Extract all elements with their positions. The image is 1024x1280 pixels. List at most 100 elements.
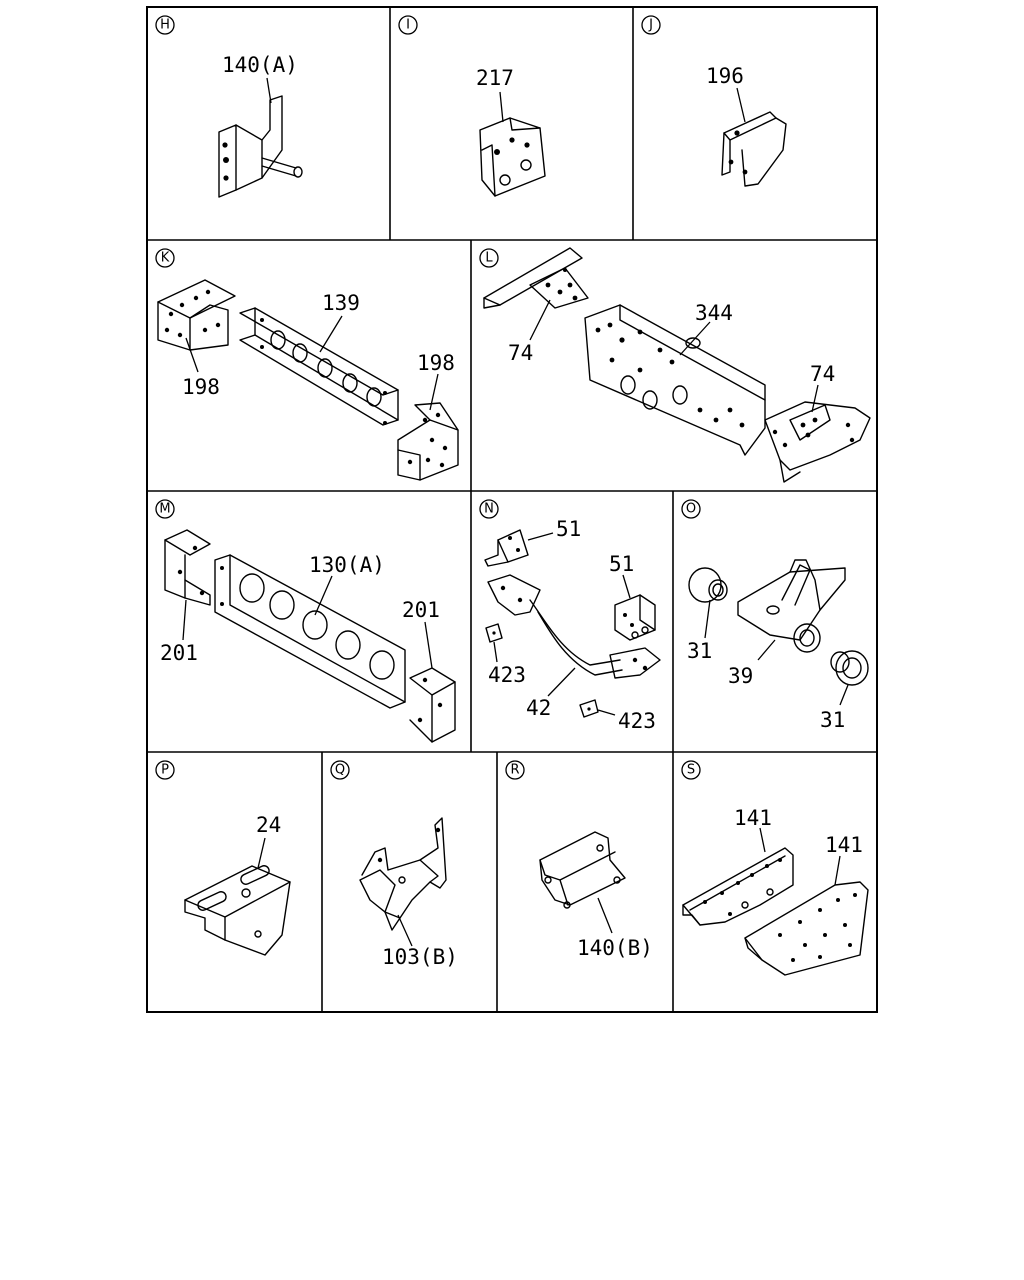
svg-text:I: I	[406, 18, 410, 33]
diagram-frame	[146, 6, 878, 1013]
part-drawing-423-left	[485, 623, 503, 643]
part-number-51-right: 51	[609, 552, 634, 576]
svg-text:Q: Q	[335, 763, 345, 778]
part-drawing-51-top	[484, 529, 529, 567]
part-number-201-left: 201	[160, 641, 198, 665]
svg-text:S: S	[687, 763, 695, 778]
leader-344	[679, 321, 711, 356]
leader-42	[547, 667, 576, 697]
svg-text:O: O	[686, 502, 696, 517]
svg-text:R: R	[510, 763, 519, 778]
leader-201-left	[182, 599, 187, 641]
panel-letter-n: N	[479, 499, 499, 519]
leader-139	[319, 315, 343, 353]
part-number-130a: 130(A)	[309, 553, 385, 577]
leader-140a	[266, 77, 272, 104]
panel-letter-m: M	[155, 499, 175, 519]
svg-text:M: M	[159, 502, 170, 517]
part-drawing-31-left	[688, 567, 728, 603]
panel-letter-o: O	[681, 499, 701, 519]
part-number-39: 39	[728, 664, 753, 688]
leader-51-top	[527, 532, 554, 541]
leader-198-right	[429, 373, 439, 411]
leader-201-right	[424, 621, 433, 669]
part-number-103b: 103(B)	[382, 945, 458, 969]
part-number-74-left: 74	[508, 341, 533, 365]
part-drawing-198-left	[157, 279, 236, 351]
part-number-217: 217	[476, 66, 514, 90]
part-number-141-right: 141	[825, 833, 863, 857]
leader-198-left	[185, 337, 199, 373]
part-number-42: 42	[526, 696, 551, 720]
panel-letter-k: K	[155, 248, 175, 268]
part-number-140a: 140(A)	[222, 53, 298, 77]
leader-423-left	[493, 641, 498, 663]
leader-31-left	[704, 599, 711, 639]
part-drawing-74-left	[483, 247, 589, 309]
leader-103b	[397, 914, 413, 947]
leader-51-right	[622, 574, 631, 599]
part-drawing-201-left	[164, 529, 211, 606]
panel-letter-s: S	[681, 760, 701, 780]
part-number-141-left: 141	[734, 806, 772, 830]
part-drawing-140b	[539, 831, 626, 909]
part-drawing-198-right	[397, 402, 459, 481]
part-number-24: 24	[256, 813, 281, 837]
part-drawing-423-right	[579, 699, 599, 718]
leader-24	[257, 837, 266, 869]
leader-74-left	[529, 299, 551, 341]
leader-423-right	[597, 709, 616, 716]
part-number-198-left: 198	[182, 375, 220, 399]
svg-text:K: K	[161, 251, 170, 266]
svg-text:L: L	[485, 251, 493, 266]
part-number-51-top: 51	[556, 517, 581, 541]
part-number-31-left: 31	[687, 639, 712, 663]
part-drawing-39	[737, 559, 846, 653]
part-drawing-140a	[218, 95, 303, 198]
part-number-201-right: 201	[402, 598, 440, 622]
leader-141-right	[834, 855, 841, 886]
part-number-423-left: 423	[488, 663, 526, 687]
part-number-74-right: 74	[810, 362, 835, 386]
svg-text:J: J	[648, 18, 653, 33]
panel-letter-j: J	[641, 15, 661, 35]
svg-text:P: P	[161, 763, 169, 778]
leader-130a	[314, 575, 333, 616]
part-drawing-51-right	[614, 594, 656, 641]
leader-31-right	[839, 684, 849, 706]
part-drawing-103b	[359, 817, 447, 931]
part-number-423-right: 423	[618, 709, 656, 733]
part-drawing-201-right	[409, 667, 456, 743]
part-number-139: 139	[322, 291, 360, 315]
part-drawing-217	[479, 117, 546, 197]
leader-196	[736, 87, 746, 123]
svg-text:N: N	[484, 502, 494, 517]
part-drawing-74-right	[764, 401, 871, 483]
part-drawing-344	[584, 304, 766, 456]
leader-74-right	[811, 384, 819, 413]
part-number-344: 344	[695, 301, 733, 325]
part-drawing-139	[239, 307, 399, 426]
panel-letter-i: I	[398, 15, 418, 35]
svg-text:H: H	[160, 18, 170, 33]
leader-39	[757, 639, 776, 661]
part-drawing-31-right	[830, 650, 869, 686]
part-number-31-right: 31	[820, 708, 845, 732]
panel-letter-p: P	[155, 760, 175, 780]
leader-140b	[597, 897, 613, 934]
part-drawing-196	[721, 111, 787, 187]
part-drawing-130a	[214, 554, 406, 709]
part-number-198-right: 198	[417, 351, 455, 375]
part-number-196: 196	[706, 64, 744, 88]
part-drawing-141-right	[744, 881, 869, 976]
part-drawing-141-left	[682, 847, 794, 926]
panel-letter-l: L	[479, 248, 499, 268]
part-drawing-24	[184, 865, 291, 956]
panel-letter-h: H	[155, 15, 175, 35]
leader-217	[499, 91, 504, 123]
panel-letter-q: Q	[330, 760, 350, 780]
panel-letter-r: R	[505, 760, 525, 780]
part-drawing-42	[487, 574, 661, 679]
leader-141-left	[759, 827, 766, 853]
